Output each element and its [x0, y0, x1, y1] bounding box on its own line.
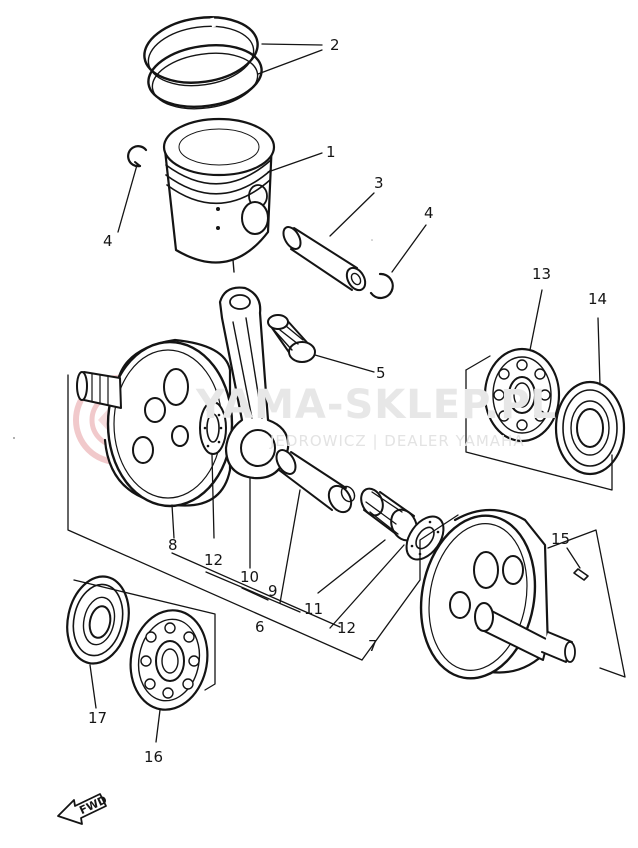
callout-1: 1 — [326, 143, 336, 161]
callout-16: 16 — [144, 748, 163, 766]
callout-labels: 2 1 3 4 4 5 13 14 15 8 12 10 9 6 11 12 7… — [88, 36, 607, 766]
callout-12-left: 12 — [204, 551, 223, 569]
callout-4-left: 4 — [103, 232, 113, 250]
connecting-rod — [218, 286, 290, 480]
main-bearing-16 — [129, 609, 209, 711]
oil-seal-17 — [66, 575, 130, 665]
watermark: YAMA-SKLEP.PL JEDROWICZ | DEALER YAMAHA — [195, 382, 557, 450]
callout-13: 13 — [532, 265, 551, 283]
watermark-dealer: JEDROWICZ | DEALER YAMAHA — [269, 432, 525, 450]
callout-8: 8 — [168, 536, 178, 554]
callout-12-right: 12 — [337, 619, 356, 637]
piston-pin — [282, 226, 367, 292]
forward-arrow-icon: FWD — [57, 793, 109, 825]
piston-rings — [143, 16, 263, 110]
callout-6: 6 — [255, 618, 265, 636]
small-end-bearing — [267, 314, 316, 363]
piston — [162, 117, 276, 273]
left-crank-wheel — [76, 338, 234, 508]
watermark-brand: YAMA-SKLEP.PL — [195, 382, 557, 428]
callout-15: 15 — [551, 530, 570, 548]
callout-17: 17 — [88, 709, 107, 727]
crank-pin — [275, 449, 356, 514]
callout-4-right: 4 — [424, 204, 434, 222]
callout-7: 7 — [368, 637, 378, 655]
callout-11: 11 — [304, 600, 323, 618]
callout-2: 2 — [330, 36, 340, 54]
piston-pin-clip-left — [127, 145, 148, 168]
main-bearing-13 — [483, 347, 561, 443]
thrust-washer-right — [405, 515, 445, 561]
callout-14: 14 — [588, 290, 607, 308]
piston-pin-clip-right — [369, 272, 394, 300]
callout-5: 5 — [376, 364, 386, 382]
callout-3: 3 — [374, 174, 384, 192]
oil-seal-14 — [554, 380, 626, 476]
callout-10: 10 — [240, 568, 259, 586]
right-crank-wheel — [419, 509, 589, 680]
callout-9: 9 — [268, 582, 278, 600]
leader-lines — [67, 43, 626, 743]
